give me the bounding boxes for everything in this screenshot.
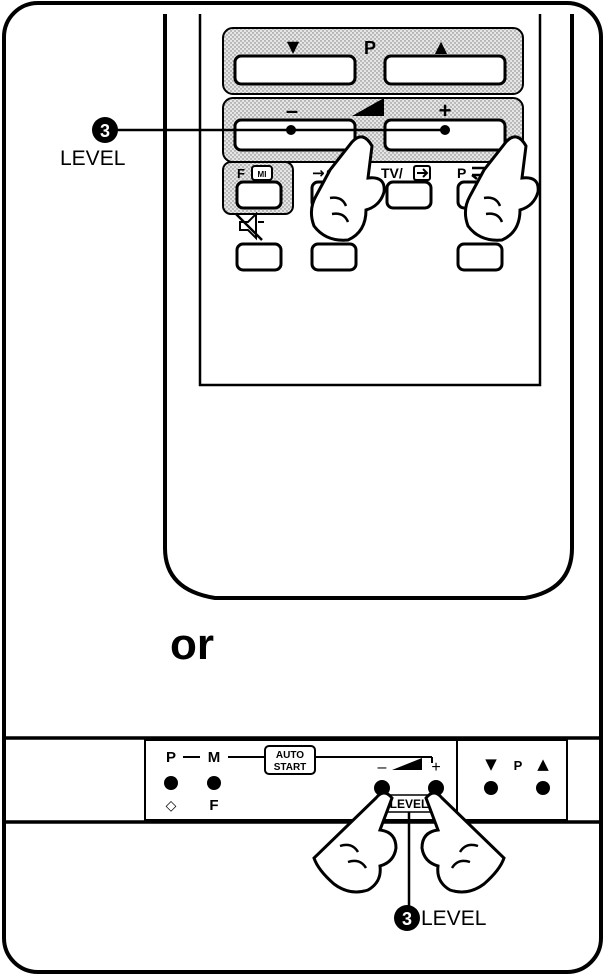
volume-plus-symbol: + — [439, 98, 452, 123]
panel-step-3-badge — [394, 905, 420, 931]
remote-level-label: LEVEL — [60, 147, 126, 170]
panel-volume-ramp-icon — [392, 758, 422, 770]
panel-p-label: P — [166, 749, 176, 766]
panel-hand-right — [420, 791, 506, 894]
panel-m-label: M — [208, 749, 221, 766]
middle-button[interactable] — [310, 242, 358, 272]
input-arrow-icon — [417, 168, 429, 178]
step-3-badge — [92, 117, 118, 143]
volume-minus-symbol: – — [286, 98, 298, 123]
panel-hand-left — [312, 791, 398, 894]
tv-av-button[interactable] — [385, 180, 433, 210]
panel-plus-symbol: + — [431, 759, 440, 776]
or-separator: or — [170, 620, 214, 669]
panel-minus-symbol: – — [378, 759, 387, 776]
channel-down-button[interactable] — [233, 54, 357, 86]
swap-p-label: P — [457, 165, 466, 181]
callout-dot-minus — [286, 125, 296, 135]
standby-button[interactable] — [456, 242, 504, 272]
panel-level-label: LEVEL — [421, 907, 487, 930]
panel-ch-up-symbol: ▲ — [537, 755, 549, 773]
mi-icon — [251, 165, 273, 181]
channel-down-symbol: ▼ — [287, 37, 300, 56]
channel-up-button[interactable] — [383, 54, 507, 86]
callout-dot-plus — [440, 125, 450, 135]
level-tag-text: LEVEL — [390, 797, 429, 811]
auto-start-box — [264, 745, 316, 775]
mute-button[interactable] — [235, 242, 283, 272]
tv-av-label: TV/ — [381, 165, 403, 181]
auto-label: AUTO — [276, 750, 304, 761]
volume-ramp-icon — [352, 98, 384, 116]
hand-pointer-left — [309, 135, 386, 242]
f-button[interactable] — [235, 180, 283, 210]
panel-channel-down-button[interactable] — [484, 781, 498, 795]
panel-ch-p-label: P — [514, 758, 523, 773]
panel-p-button[interactable] — [164, 776, 178, 790]
f-label: F — [237, 166, 245, 181]
remote-control — [163, 14, 574, 600]
panel-f-label: F — [209, 797, 218, 814]
panel-m-button[interactable] — [207, 776, 221, 790]
mi-icon-text: MI — [258, 170, 267, 179]
channel-up-symbol: ▲ — [435, 37, 448, 56]
panel-channel-up-button[interactable] — [536, 781, 550, 795]
mute-icon — [235, 211, 264, 241]
volume-minus-button[interactable] — [233, 118, 357, 152]
remote-p-label: P — [364, 38, 376, 58]
panel-step-3-number: 3 — [402, 909, 412, 929]
panel-ch-down-symbol: ▼ — [485, 755, 497, 773]
step-3-number: 3 — [100, 121, 110, 141]
diamond-symbol: ◇ — [166, 798, 177, 814]
hand-pointer-right — [463, 135, 540, 242]
start-label: START — [274, 762, 307, 773]
